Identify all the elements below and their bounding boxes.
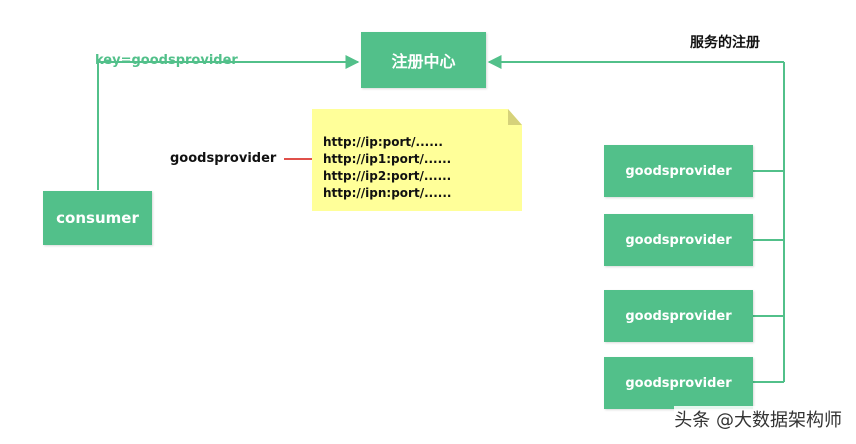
consumer-label: consumer — [56, 209, 139, 227]
provider-label: goodsprovider — [625, 163, 732, 179]
lookup-arrow — [97, 55, 360, 190]
registration-label: 服务的注册 — [690, 35, 760, 51]
provider-node-1: goodsprovider — [604, 145, 753, 197]
address-url: http://ip2:port/...... — [323, 169, 452, 183]
address-url: http://ip1:port/...... — [323, 152, 452, 166]
provider-node-2: goodsprovider — [604, 214, 753, 266]
provider-node-3: goodsprovider — [604, 290, 753, 342]
address-note — [312, 109, 522, 211]
service-name-label: goodsprovider — [170, 151, 277, 166]
address-url: http://ip:port/...... — [323, 135, 443, 149]
registry-center-label: 注册中心 — [391, 52, 456, 71]
provider-label: goodsprovider — [625, 232, 732, 248]
lookup-key-label: key=goodsprovider — [95, 53, 238, 68]
consumer-node: consumer — [43, 191, 152, 245]
watermark: 头条 @大数据架构师 — [674, 406, 842, 432]
address-list: http://ip:port/...... http://ip1:port/..… — [323, 134, 451, 202]
provider-node-4: goodsprovider — [604, 357, 753, 409]
provider-label: goodsprovider — [625, 308, 732, 324]
registry-center-node: 注册中心 — [361, 32, 486, 88]
provider-label: goodsprovider — [625, 375, 732, 391]
address-url: http://ipn:port/...... — [323, 186, 452, 200]
